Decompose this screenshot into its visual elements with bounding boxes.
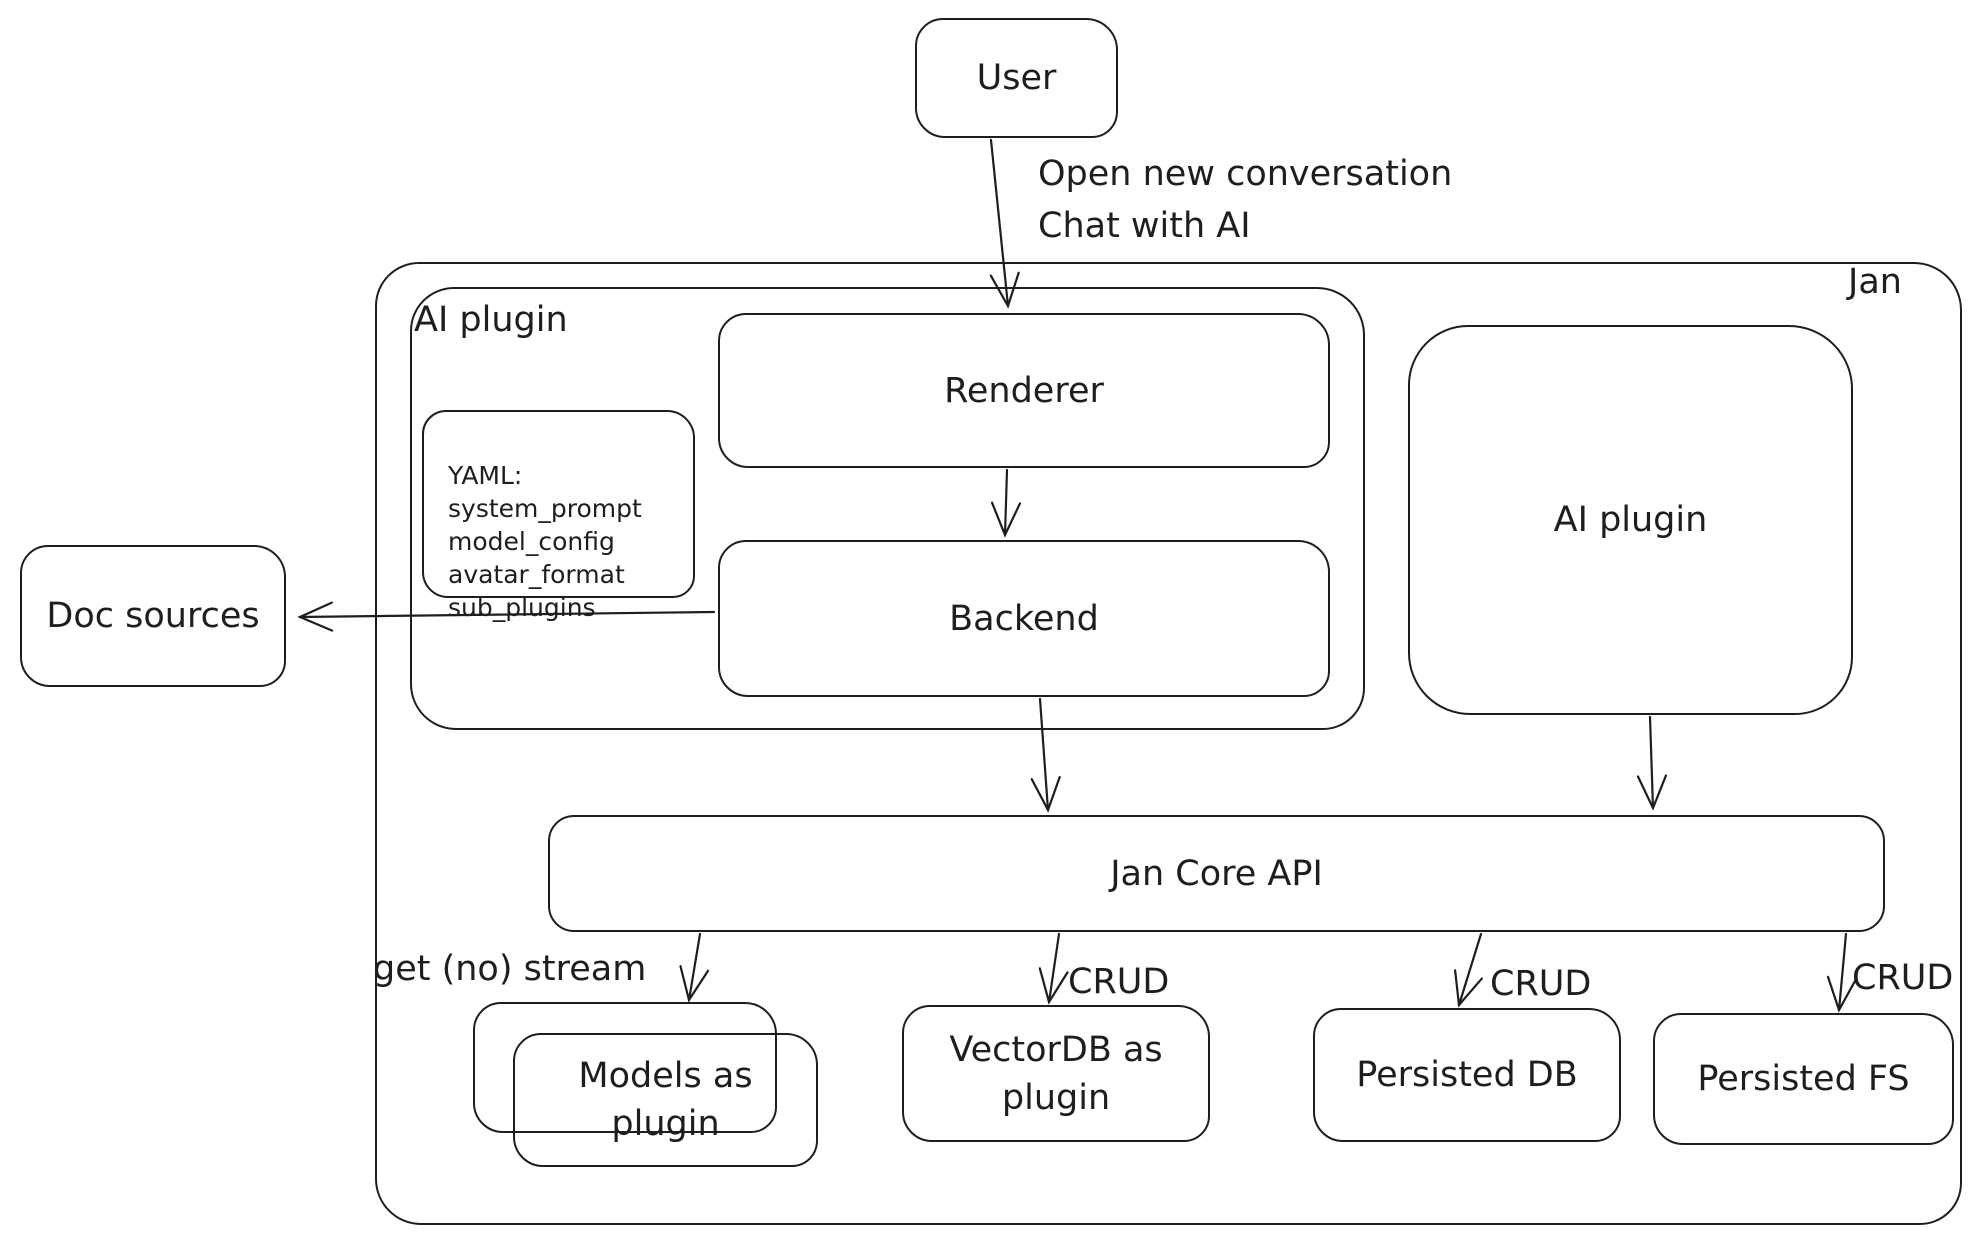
node-backend-label: Backend (949, 598, 1099, 639)
container-jan (375, 262, 1962, 1225)
edge-label-get-no-stream: get (no) stream (373, 949, 647, 989)
node-ai-plugin-right: AI plugin (1408, 325, 1853, 715)
edge-label-crud-vectordb: CRUD (1068, 962, 1170, 1002)
node-persisted-fs: Persisted FS (1653, 1013, 1954, 1145)
node-user-label: User (976, 58, 1057, 98)
node-jan-core-api: Jan Core API (548, 815, 1885, 932)
node-persisted-db: Persisted DB (1313, 1008, 1621, 1142)
node-renderer: Renderer (718, 313, 1330, 468)
edge-label-user-flow: Open new conversation Chat with AI (1038, 154, 1453, 246)
node-vectordb-as-plugin: VectorDB as plugin (902, 1005, 1210, 1142)
edge-label-crud-persisted-db: CRUD (1490, 964, 1592, 1004)
node-persisted-db-label: Persisted DB (1356, 1055, 1578, 1095)
node-doc-sources: Doc sources (20, 545, 286, 687)
note-yaml-text: YAML: system_prompt model_config avatar_… (448, 461, 642, 622)
container-ai-plugin (410, 287, 1365, 730)
node-jan-core-api-label: Jan Core API (1110, 853, 1323, 894)
node-renderer-label: Renderer (944, 370, 1104, 411)
node-doc-sources-label: Doc sources (46, 596, 260, 636)
node-user: User (915, 18, 1118, 138)
container-jan-label: Jan (1848, 262, 1902, 302)
node-persisted-fs-label: Persisted FS (1697, 1059, 1910, 1099)
node-ai-plugin-right-label: AI plugin (1553, 500, 1708, 540)
node-vectordb-as-plugin-label: VectorDB as plugin (949, 1029, 1163, 1118)
note-yaml: YAML: system_prompt model_config avatar_… (422, 410, 695, 622)
node-models-as-plugin: Models as plugin (513, 1033, 818, 1167)
node-models-as-plugin-outer (473, 1002, 777, 1133)
node-models-as-plugin-label: Models as plugin (578, 1056, 753, 1144)
edge-label-crud-persisted-fs: CRUD (1852, 958, 1954, 998)
node-backend: Backend (718, 540, 1330, 697)
container-ai-plugin-label: AI plugin (414, 300, 568, 340)
